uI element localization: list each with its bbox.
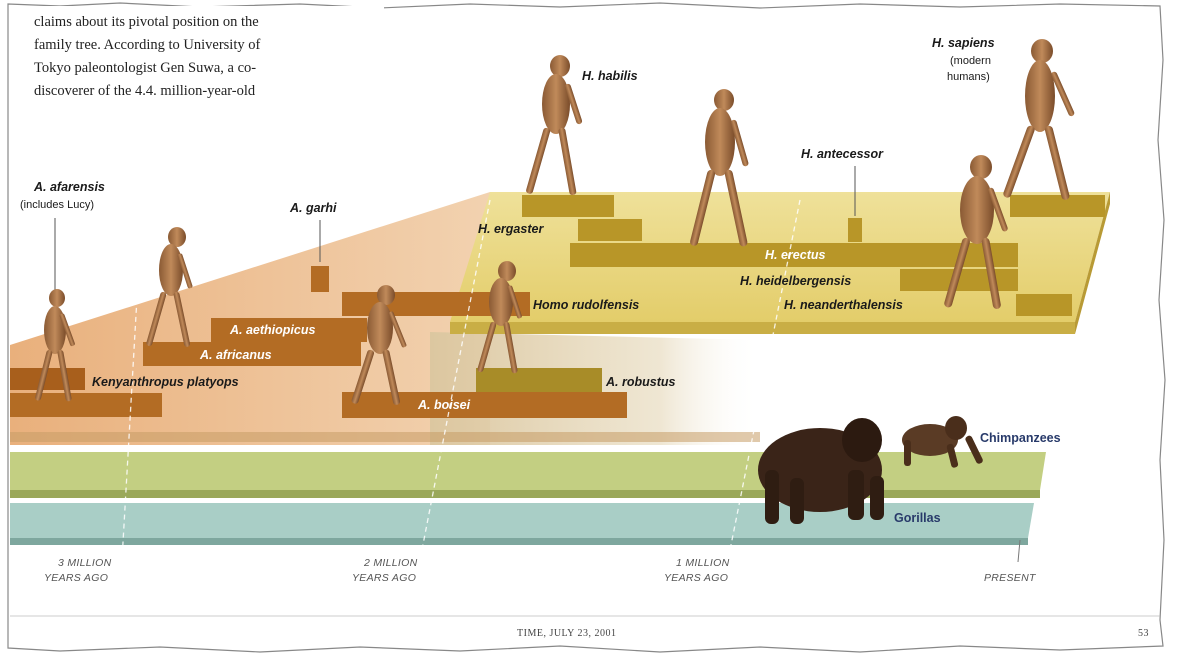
label-sapiens-note-2: humans) — [947, 71, 990, 83]
bar-neanderthalensis — [1016, 294, 1072, 316]
label-aethiopicus: A. aethiopicus — [229, 323, 315, 337]
label-africanus: A. africanus — [199, 348, 272, 362]
tick-1-million-line-1: 1 MILLION — [676, 557, 730, 569]
label-habilis: H. habilis — [582, 69, 638, 83]
label-antecessor: H. antecessor — [801, 147, 884, 161]
label-gorillas: Gorillas — [894, 511, 941, 525]
label-robustus: A. robustus — [605, 375, 675, 389]
article-line-4: discoverer of the 4.4. million-year-old — [34, 83, 256, 99]
label-chimpanzees: Chimpanzees — [980, 431, 1061, 445]
label-afarensis-note: (includes Lucy) — [20, 199, 94, 211]
article-line-1: claims about its pivotal position on the — [34, 14, 259, 30]
tick-3-million-line-2: YEARS AGO — [44, 572, 108, 584]
tick-3-million-line-1: 3 MILLION — [58, 557, 112, 569]
bar-chimpanzees — [10, 452, 1046, 490]
label-ergaster: H. ergaster — [478, 222, 544, 236]
tick-2-million-line-1: 2 MILLION — [363, 557, 418, 569]
footer-source: TIME, JULY 23, 2001 — [517, 628, 617, 639]
figure-sapiens — [1002, 39, 1075, 201]
bar-boisei — [342, 392, 627, 418]
label-sapiens-note-1: (modern — [950, 55, 991, 67]
label-garhi: A. garhi — [289, 201, 337, 215]
bar-robustus — [476, 368, 602, 392]
label-sapiens: H. sapiens — [932, 36, 995, 50]
bar-kenyanthropus — [10, 393, 162, 417]
homo-platform-edge — [450, 322, 1075, 334]
label-heidelbergensis: H. heidelbergensis — [740, 274, 851, 288]
tick-present: PRESENT — [984, 572, 1037, 584]
bar-ergaster — [578, 219, 642, 241]
label-afarensis: A. afarensis — [33, 180, 105, 194]
bar-habilis — [522, 195, 614, 217]
tick-1-million-line-2: YEARS AGO — [664, 572, 728, 584]
article-line-2: family tree. According to University of — [34, 37, 260, 53]
label-kenyanthropus: Kenyanthropus platyops — [92, 375, 239, 389]
label-neanderthalensis: H. neanderthalensis — [784, 298, 903, 312]
bar-garhi — [311, 266, 329, 292]
article-line-3: Tokyo paleontologist Gen Suwa, a co- — [34, 60, 256, 76]
footer-page-number: 53 — [1138, 628, 1149, 639]
bar-chimpanzees-edge — [10, 490, 1040, 498]
figure-habilis — [525, 55, 582, 195]
label-boisei: A. boisei — [417, 398, 471, 412]
australopith-platform-edge — [10, 432, 760, 442]
bar-antecessor — [848, 218, 862, 242]
tick-2-million-line-2: YEARS AGO — [352, 572, 416, 584]
bar-sapiens — [1010, 195, 1105, 217]
label-erectus: H. erectus — [765, 248, 825, 262]
bar-gorillas-edge — [10, 538, 1028, 545]
label-rudolfensis: Homo rudolfensis — [533, 298, 639, 312]
